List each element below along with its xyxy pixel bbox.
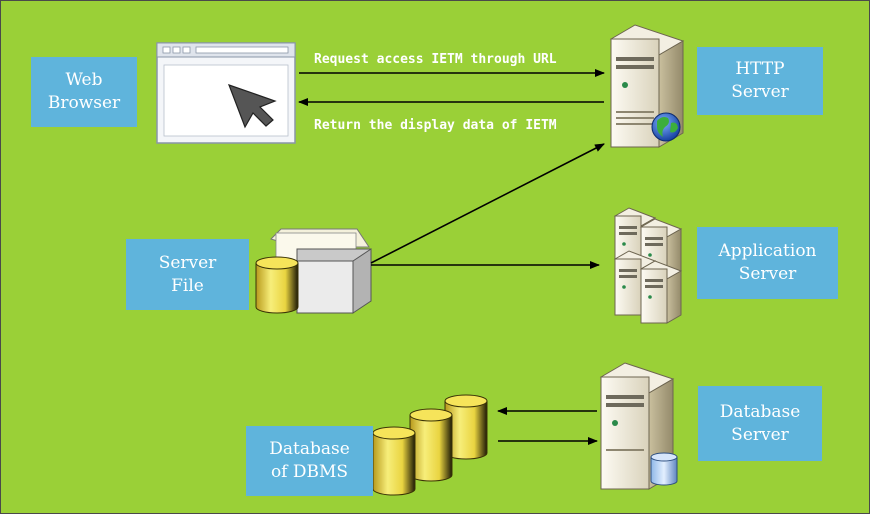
label-line: Server — [731, 82, 789, 102]
label-line: Server — [738, 264, 797, 284]
database-server-icon — [599, 362, 678, 490]
database-dbms-label: Database of DBMS — [246, 426, 373, 496]
request-label: Request access IETM through URL — [314, 52, 557, 67]
return-label: Return the display data of IETM — [314, 118, 557, 133]
label-line: of DBMS — [270, 462, 349, 482]
label-line: Database — [719, 401, 801, 422]
cylinder-icon — [409, 408, 453, 482]
file-to-http-arrow — [370, 143, 605, 264]
globe-icon — [651, 112, 681, 142]
label-line: File — [171, 275, 204, 296]
database-cylinders-icon — [372, 394, 488, 496]
server-tower-icon — [609, 24, 685, 148]
label-line: Web — [65, 70, 103, 90]
http-server-label: HTTP Server — [697, 47, 823, 115]
browser-window-icon — [156, 42, 296, 144]
label-line: HTTP — [735, 59, 785, 79]
label-line: Server — [158, 252, 217, 273]
server-rack-icon — [613, 207, 683, 324]
label-line: Application — [718, 241, 817, 261]
label-line: Server — [731, 424, 789, 445]
label-line: Database — [269, 439, 350, 459]
cylinder-icon — [255, 256, 299, 314]
cursor-arrow-icon — [227, 84, 277, 129]
cylinder-icon — [372, 426, 416, 496]
folder-icon — [270, 228, 372, 314]
label-line: Browser — [47, 93, 121, 113]
